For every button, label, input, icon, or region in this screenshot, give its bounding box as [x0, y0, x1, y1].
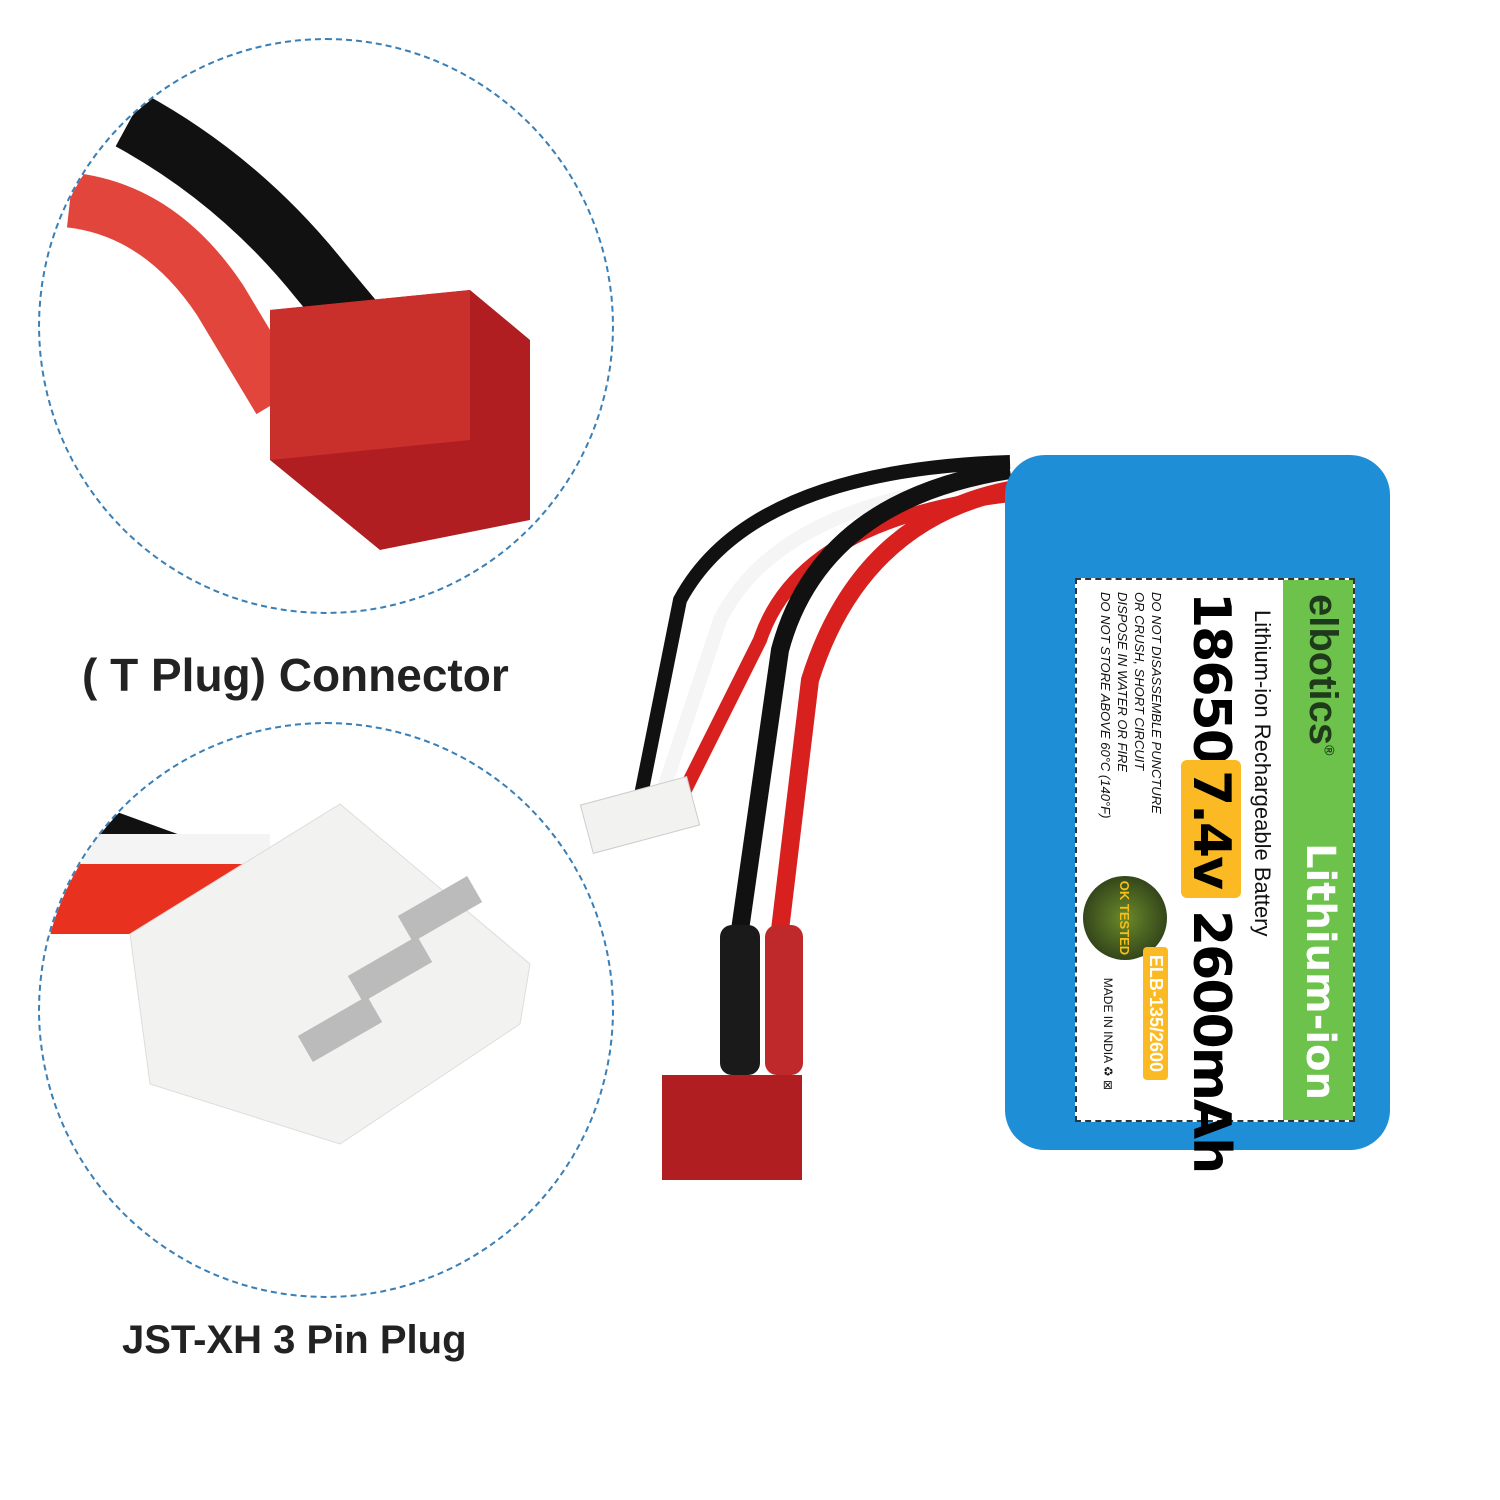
t-plug-connector	[662, 1075, 802, 1180]
label-subtitle: Lithium-ion Rechargeable Battery	[1250, 610, 1275, 937]
made-in: MADE IN INDIA ♻ ⊠	[1101, 977, 1115, 1090]
bin-icon: ⊠	[1101, 1079, 1115, 1090]
jst-illustration	[40, 784, 531, 1145]
recycle-icon: ♻	[1101, 1065, 1115, 1077]
chemistry-band-text: Lithium-ion	[1297, 843, 1343, 1100]
capacity: 2600mAh	[1181, 910, 1241, 1173]
battery-label: elbotics® Lithium-ion Lithium-ion Rechar…	[1075, 578, 1355, 1172]
brand-logo: elbotics®	[1301, 594, 1345, 756]
model-number: ELB-135/2600	[1143, 946, 1168, 1080]
jst-caption: JST-XH 3 Pin Plug	[122, 1318, 467, 1362]
t-plug-illustration	[66, 93, 530, 550]
t-plug-caption: ( T Plug) Connector	[82, 649, 509, 701]
voltage: 7.4v	[1181, 760, 1241, 899]
t-plug-closeup	[38, 38, 614, 614]
jst-closeup	[38, 722, 614, 1298]
cell-type: 18650	[1181, 592, 1241, 763]
